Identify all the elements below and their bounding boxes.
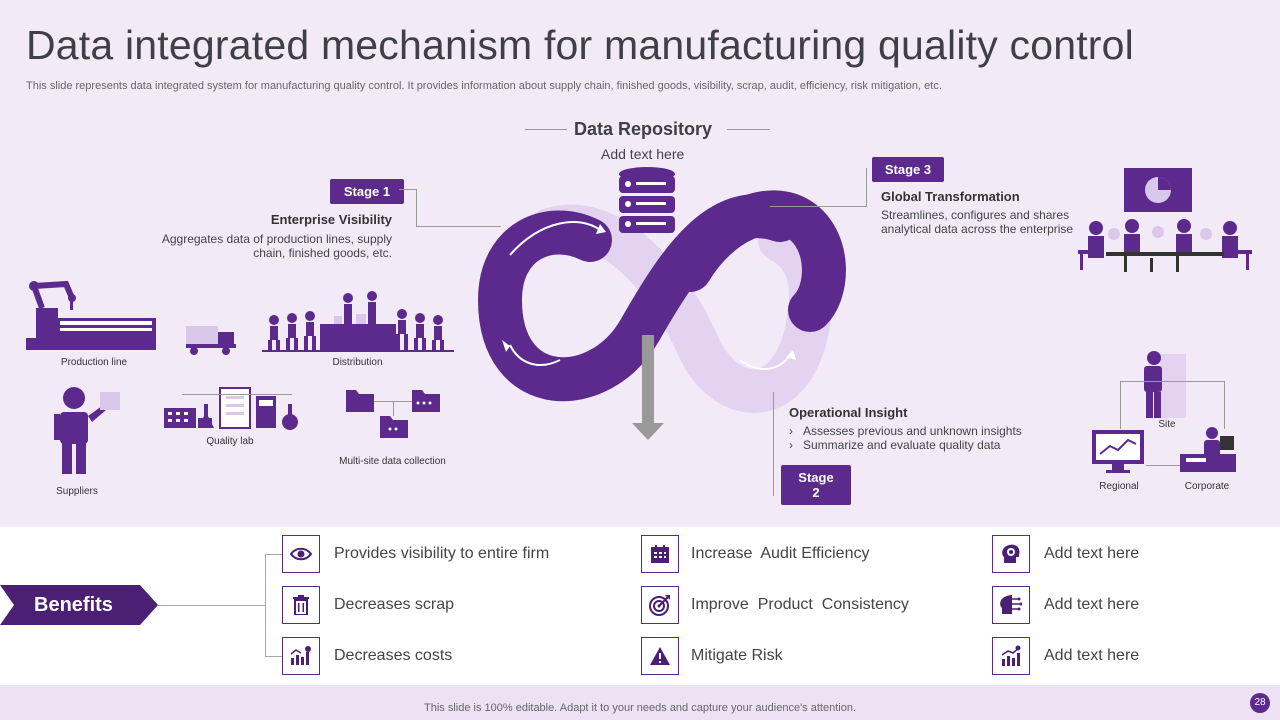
stage2-bullet2: › Summarize and evaluate quality data xyxy=(789,438,1001,452)
loop-arrow-bottom-right xyxy=(739,354,791,370)
benefits-connector-bottom xyxy=(265,656,282,657)
benefit-text: Mitigate Risk xyxy=(691,647,783,664)
benefit-text: Add text here xyxy=(1044,545,1140,562)
suppliers-label: Suppliers xyxy=(56,486,98,497)
page-title: Data integrated mechanism for manufactur… xyxy=(26,22,1134,68)
repository-line-right xyxy=(727,129,770,130)
benefit-icon-box xyxy=(992,535,1030,573)
bottom-connector xyxy=(1146,465,1184,466)
trash-icon xyxy=(293,595,309,615)
corporate-desk-icon xyxy=(1180,427,1236,472)
benefit-icon-box xyxy=(641,586,679,624)
stage2-bullet1: › Assesses previous and unknown insights xyxy=(789,424,1022,438)
warning-icon xyxy=(650,647,670,665)
footer-bar xyxy=(0,685,1280,720)
infinity-dark-top xyxy=(668,190,846,332)
quality-lab-icon xyxy=(164,387,298,430)
regional-monitor-icon xyxy=(1092,430,1144,473)
stage2-connector-v xyxy=(773,392,774,496)
benefits-connector-v xyxy=(265,554,266,657)
benefit-icon-box xyxy=(282,535,320,573)
stage2-bullet2-text: Summarize and evaluate quality data xyxy=(803,438,1001,452)
stage3-line2: analytical data across the enterprise xyxy=(881,222,1074,236)
head-gear-icon xyxy=(1002,544,1020,563)
benefit-icon-box xyxy=(641,637,679,675)
stage1-tag: Stage 1 xyxy=(330,179,404,204)
loop-arrow-top xyxy=(509,221,601,256)
meeting-presentation-icon xyxy=(1078,168,1252,272)
site-connector-left xyxy=(1120,381,1121,429)
growth-chart-icon xyxy=(1001,645,1021,666)
stage1-connector-v xyxy=(416,189,417,227)
infinity-diagram xyxy=(477,190,846,440)
stage2-heading: Operational Insight xyxy=(789,405,908,420)
stage2-tag: Stage 2 xyxy=(781,465,851,505)
database-icon xyxy=(619,167,675,233)
multisite-folders-icon xyxy=(346,390,440,438)
site-label: Site xyxy=(1158,419,1176,430)
benefits-label-arrow xyxy=(0,585,158,625)
footer-text: This slide is 100% editable. Adapt it to… xyxy=(424,702,856,714)
stage1-heading: Enterprise Visibility xyxy=(270,212,392,227)
benefit-icon-box xyxy=(282,637,320,675)
benefit-text: Decreases costs xyxy=(334,647,453,664)
loop-arrow-bottom-left xyxy=(509,344,561,366)
stage1-line2: chain, finished goods, etc. xyxy=(253,246,392,260)
eye-icon xyxy=(290,547,312,561)
page-number: 28 xyxy=(1250,693,1270,713)
down-arrow-shaft xyxy=(642,335,654,425)
production-line-label: Production line xyxy=(60,357,128,368)
page-subtitle: This slide represents data integrated sy… xyxy=(26,80,942,92)
calendar-icon xyxy=(651,545,669,563)
head-circuit-icon xyxy=(1000,595,1022,614)
quality-lab-label: Quality lab xyxy=(206,436,254,447)
benefits-panel xyxy=(0,527,1280,685)
benefit-icon-box xyxy=(992,586,1030,624)
production-line-icon xyxy=(26,280,156,350)
stage1-connector-h2 xyxy=(416,226,501,227)
stage3-line1: Streamlines, configures and shares xyxy=(881,208,1070,222)
site-person-icon xyxy=(1144,351,1186,418)
truck-icon xyxy=(186,326,236,355)
stage3-connector-v xyxy=(866,168,867,206)
corporate-label: Corporate xyxy=(1184,481,1230,492)
repository-line-left xyxy=(525,129,567,130)
supplier-icon xyxy=(54,387,120,474)
benefit-text: Improve Product Consistency xyxy=(691,596,909,613)
benefit-icon-box xyxy=(992,637,1030,675)
distribution-label: Distribution xyxy=(332,357,383,368)
cost-chart-icon xyxy=(290,646,311,665)
benefit-text: Increase Audit Efficiency xyxy=(691,545,870,562)
stage1-connector-h xyxy=(399,189,417,190)
repository-text: Add text here xyxy=(601,146,685,162)
repository-title: Data Repository xyxy=(574,119,713,139)
stage3-connector-h xyxy=(770,206,867,207)
benefit-icon-box xyxy=(641,535,679,573)
stage1-line1: Aggregates data of production lines, sup… xyxy=(161,232,392,246)
benefit-text: Provides visibility to entire firm xyxy=(334,545,550,562)
benefits-connector-h xyxy=(158,605,266,606)
benefit-icon-box xyxy=(282,586,320,624)
benefit-text: Add text here xyxy=(1044,596,1140,613)
stage2-bullet1-text: Assesses previous and unknown insights xyxy=(803,424,1022,438)
site-connector-h xyxy=(1120,381,1225,382)
stage3-heading: Global Transformation xyxy=(881,189,1020,204)
distribution-workers-icon xyxy=(262,291,454,352)
regional-label: Regional xyxy=(1099,481,1139,492)
benefits-connector-top xyxy=(265,554,282,555)
down-arrow-head xyxy=(632,423,664,440)
benefits-label: Benefits xyxy=(34,594,113,616)
site-connector-right xyxy=(1224,381,1225,429)
stage3-tag: Stage 3 xyxy=(872,157,944,182)
multisite-label: Multi-site data collection xyxy=(339,456,446,467)
benefit-text: Decreases scrap xyxy=(334,596,455,613)
target-icon xyxy=(649,595,670,616)
benefit-text: Add text here xyxy=(1044,647,1140,664)
